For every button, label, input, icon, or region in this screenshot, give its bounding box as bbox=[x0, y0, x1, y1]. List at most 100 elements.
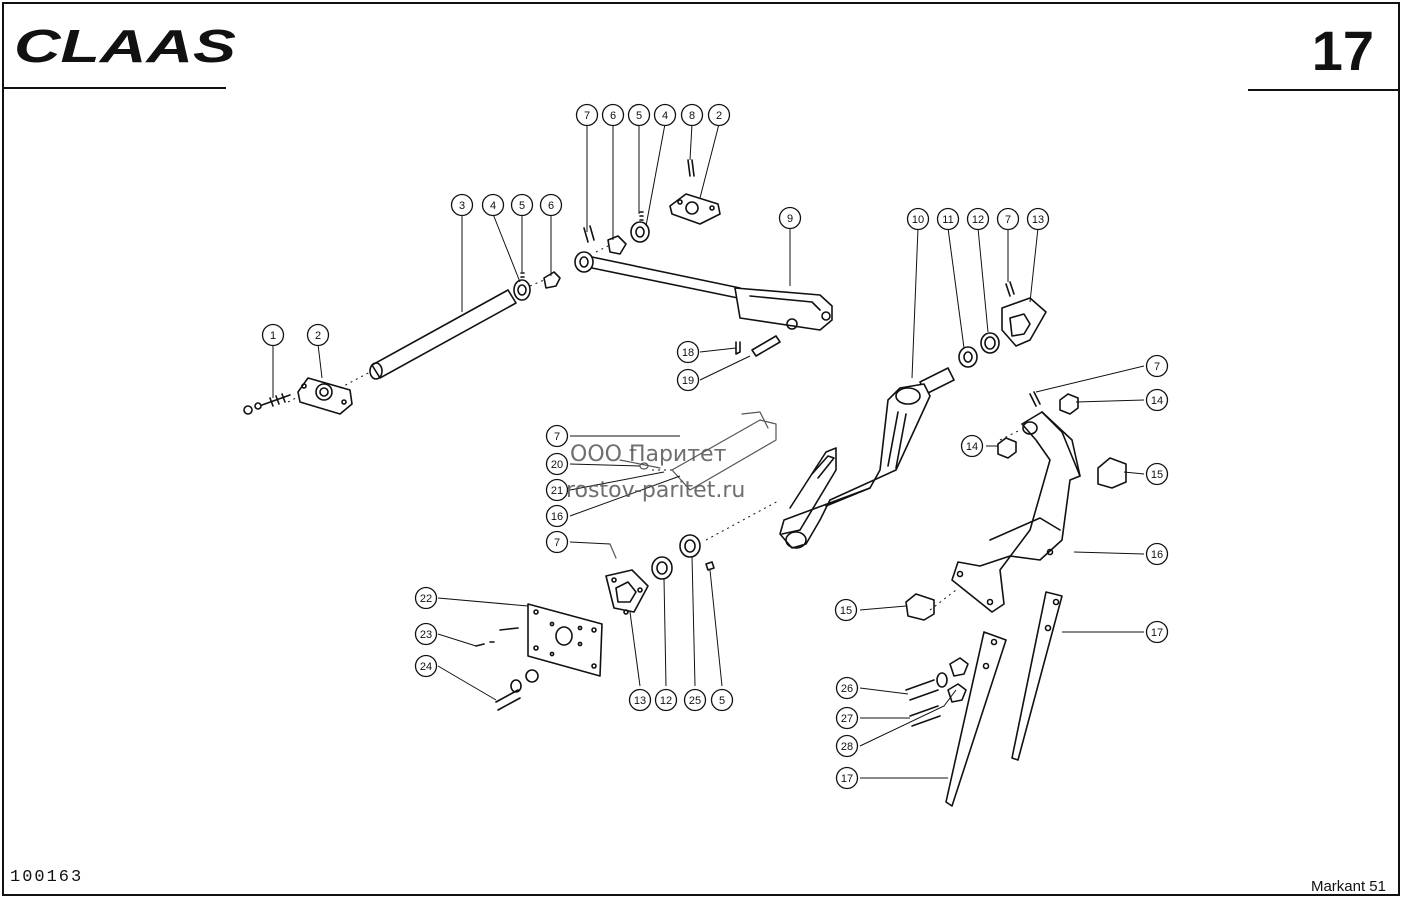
callout-circle bbox=[996, 207, 1020, 231]
callout-circle bbox=[683, 688, 707, 712]
callout-circle bbox=[450, 193, 474, 217]
bearing-flange-left bbox=[297, 377, 353, 415]
callout-9: 9 bbox=[778, 206, 802, 230]
callout-label: 22 bbox=[420, 593, 432, 605]
callout-label: 28 bbox=[841, 741, 853, 753]
callout-24: 24 bbox=[414, 654, 438, 678]
callout-label: 20 bbox=[551, 459, 563, 471]
callout-4a: 4 bbox=[653, 103, 677, 127]
callout-label: 16 bbox=[551, 511, 563, 523]
screws-part bbox=[905, 657, 969, 727]
callout-label: 26 bbox=[841, 683, 853, 695]
callout-17b: 17 bbox=[835, 766, 859, 790]
callout-circle bbox=[1026, 207, 1050, 231]
callout-circle bbox=[306, 323, 330, 347]
callout-14b: 14 bbox=[960, 434, 984, 458]
leader-lines bbox=[272, 123, 1145, 779]
callout-circle bbox=[539, 193, 563, 217]
callout-7a: 7 bbox=[575, 103, 599, 127]
callout-2a: 2 bbox=[707, 103, 731, 127]
callout-circle bbox=[261, 323, 285, 347]
callout-15a: 15 bbox=[1145, 462, 1169, 486]
callout-label: 14 bbox=[966, 441, 978, 453]
callout-circle bbox=[1145, 462, 1169, 486]
callout-circle bbox=[414, 622, 438, 646]
watermark-website: rostov-paritet.ru bbox=[566, 478, 746, 503]
callout-circle bbox=[545, 424, 569, 448]
callout-circle bbox=[601, 103, 625, 127]
callout-label: 1 bbox=[270, 330, 276, 342]
callout-25: 25 bbox=[683, 688, 707, 712]
callout-circle bbox=[510, 193, 534, 217]
callout-label: 24 bbox=[420, 661, 432, 673]
model-name: Markant 51 bbox=[1310, 878, 1386, 895]
callout-circle bbox=[653, 103, 677, 127]
callout-20: 20 bbox=[545, 452, 569, 476]
callout-circle bbox=[680, 103, 704, 127]
callout-label: 10 bbox=[912, 214, 924, 226]
callout-circle bbox=[654, 688, 678, 712]
callout-11: 11 bbox=[936, 207, 960, 231]
callout-label: 8 bbox=[689, 110, 695, 122]
callout-circle bbox=[960, 434, 984, 458]
callout-1: 1 bbox=[261, 323, 285, 347]
callout-circle bbox=[966, 207, 990, 231]
callout-circle bbox=[545, 478, 569, 502]
callout-label: 7 bbox=[584, 110, 590, 122]
callout-label: 17 bbox=[1151, 627, 1163, 639]
callout-circle bbox=[906, 207, 930, 231]
shaft-part bbox=[369, 289, 517, 380]
callout-circle bbox=[936, 207, 960, 231]
bolt-part bbox=[243, 393, 291, 415]
callout-circle bbox=[545, 504, 569, 528]
callout-8: 8 bbox=[680, 103, 704, 127]
callout-7d: 7 bbox=[545, 424, 569, 448]
callout-label: 7 bbox=[554, 431, 560, 443]
callout-12b: 12 bbox=[654, 688, 678, 712]
callout-label: 4 bbox=[662, 110, 668, 122]
callout-circle bbox=[834, 598, 858, 622]
callout-label: 27 bbox=[841, 713, 853, 725]
callout-label: 13 bbox=[1032, 214, 1044, 226]
callout-circle bbox=[1145, 388, 1169, 412]
callout-circle bbox=[414, 586, 438, 610]
drawing-number: 100163 bbox=[10, 868, 84, 887]
callout-label: 7 bbox=[1005, 214, 1011, 226]
bearing-flange-top bbox=[669, 159, 721, 225]
knife-blades-part bbox=[945, 591, 1063, 807]
callout-7e: 7 bbox=[545, 530, 569, 554]
callout-5c: 5 bbox=[710, 688, 734, 712]
callout-label: 17 bbox=[841, 773, 853, 785]
callout-18: 18 bbox=[676, 340, 700, 364]
callout-label: 14 bbox=[1151, 395, 1163, 407]
callout-14a: 14 bbox=[1145, 388, 1169, 412]
callout-label: 5 bbox=[719, 695, 725, 707]
callout-label: 13 bbox=[634, 695, 646, 707]
mounting-plate-part bbox=[475, 603, 603, 711]
callout-label: 5 bbox=[519, 200, 525, 212]
callout-circle bbox=[835, 766, 859, 790]
callout-5a: 5 bbox=[627, 103, 651, 127]
callout-circle bbox=[676, 368, 700, 392]
callout-label: 2 bbox=[716, 110, 722, 122]
callout-13a: 13 bbox=[1026, 207, 1050, 231]
alignment-lines bbox=[287, 245, 1021, 611]
callout-19: 19 bbox=[676, 368, 700, 392]
callout-15b: 15 bbox=[834, 598, 858, 622]
callout-label: 12 bbox=[660, 695, 672, 707]
header-rule-left bbox=[4, 87, 226, 89]
callout-16b: 16 bbox=[1145, 542, 1169, 566]
callout-circle bbox=[710, 688, 734, 712]
callout-28: 28 bbox=[835, 734, 859, 758]
lever-rod-part bbox=[574, 211, 833, 331]
callout-circle bbox=[835, 734, 859, 758]
callout-label: 6 bbox=[610, 110, 616, 122]
watermark-company: ООО Паритет bbox=[570, 442, 727, 467]
callout-2b: 2 bbox=[306, 323, 330, 347]
callout-circle bbox=[1145, 620, 1169, 644]
callout-circle bbox=[778, 206, 802, 230]
bush-and-flange-right-top bbox=[958, 281, 1047, 368]
callout-3: 3 bbox=[450, 193, 474, 217]
